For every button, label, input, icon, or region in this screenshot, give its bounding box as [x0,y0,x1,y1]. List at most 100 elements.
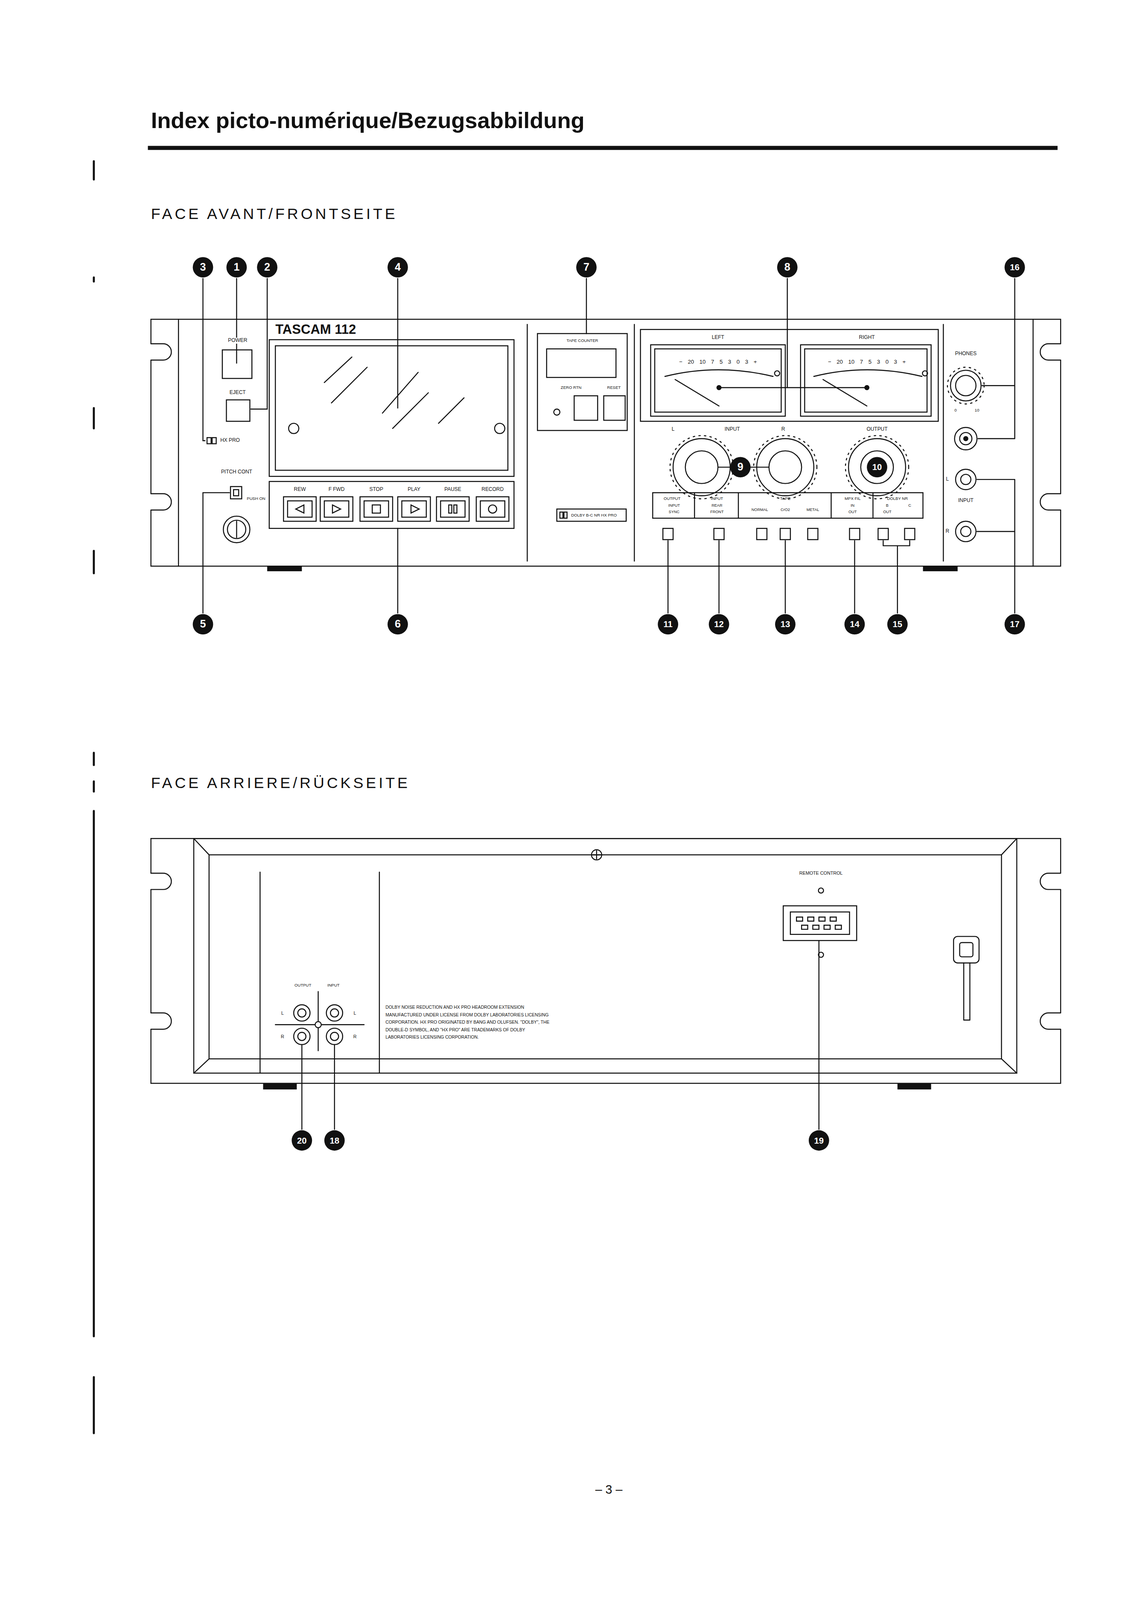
jacks [950,370,982,401]
level-knobs [717,466,731,468]
transport-keys [372,504,381,514]
panel-label: HX PRO [220,437,240,444]
callout-number: 7 [583,262,590,273]
panel-label: REAR [711,504,723,508]
power-eject-buttons [226,399,250,422]
callout-number: 19 [814,1135,825,1145]
margin-mark [92,752,95,765]
rear-panel [783,905,857,941]
cassette-window [324,356,464,429]
panel-label: PLAY [407,486,421,493]
front-panel [151,493,172,511]
callout-number: 10 [872,462,883,472]
rear-panel [263,1083,298,1090]
jacks [955,469,977,490]
panel-label: IN [850,504,855,508]
rear-panel [193,838,1017,1073]
front-panel [149,493,172,511]
switch-strip [559,512,563,519]
panel-label: R [280,1033,285,1039]
callout-number: 15 [892,619,903,629]
callout-number: 14 [849,619,860,629]
callout-number: 20 [297,1135,307,1145]
callout-disc [324,1130,345,1151]
level-meters [864,385,869,390]
switch-strip [694,492,873,519]
panel-label: PITCH CONT [221,469,253,475]
rear-panel [790,911,850,935]
level-meters [654,348,782,412]
transport-keys [448,504,452,514]
callout-disc [775,614,796,635]
transport-keys [324,500,349,517]
callout-disc [226,256,247,278]
leader-line [818,940,820,1129]
jacks [960,526,971,537]
level-meters [804,348,927,412]
transport-keys [360,496,393,522]
panel-label: B [886,504,889,508]
panel-label: DOLBY NR [886,496,908,502]
leader-line [784,540,786,613]
switch-strip [652,492,923,519]
leader-line [301,1044,303,1129]
callout-disc [730,457,751,478]
level-meters [719,387,867,388]
callout-disc [291,1130,312,1151]
level-knobs [750,466,770,468]
leader-line [718,540,720,613]
panel-label: PUSH ON [246,496,266,502]
panel-label: L [281,1010,284,1015]
panel-label: TAPE COUNTER [566,338,598,343]
margin-mark [92,781,95,792]
jacks [960,474,971,485]
panel-label: RESET [607,385,621,390]
callout-number: 8 [784,262,791,273]
leader-line [883,540,910,613]
panel-label: EJECT [229,390,246,396]
transport-keys [440,500,465,517]
rear-panel [326,1028,343,1045]
leader-line [978,278,1015,439]
panel-label: L [671,426,675,432]
level-knobs [769,450,802,484]
rear-panel [897,1083,932,1090]
panel-label: R [945,528,950,534]
rear-panel [151,838,1061,1083]
meter-scale: − 20 10 7 5 3 0 3 + [827,359,906,365]
pitch-control [233,489,239,496]
rear-panel [314,1021,321,1028]
callout-number: 16 [1009,262,1020,272]
callout-number: 6 [394,618,401,630]
level-knobs [673,438,731,496]
callout-disc [1004,256,1026,278]
device-illustration [93,145,1062,1434]
callout-number: 5 [200,618,207,630]
jacks [954,427,978,450]
pitch-control [223,515,250,543]
switch-strip [780,528,791,540]
panel-label: R [353,1033,357,1039]
level-meters [664,369,773,377]
callout-disc [192,256,214,278]
front-panel [1040,343,1061,360]
panel-label: L [353,1010,357,1015]
panel-label: STOP [369,486,384,493]
panel-label: RECORD [481,486,504,493]
switch-strip [904,528,916,540]
rear-panel [149,838,1062,1090]
cassette-window [275,345,508,471]
leader-line [787,278,788,388]
leader-line [397,528,399,613]
rear-panel [151,872,172,890]
leader-line [250,278,268,409]
rear-panel [297,1031,307,1041]
rear-panel [953,936,980,963]
level-meters [675,379,867,406]
transport-keys [411,504,420,514]
callout-number: 12 [714,619,724,629]
front-panel [267,565,302,572]
margin-mark [92,550,95,574]
rear-panel [818,952,824,958]
